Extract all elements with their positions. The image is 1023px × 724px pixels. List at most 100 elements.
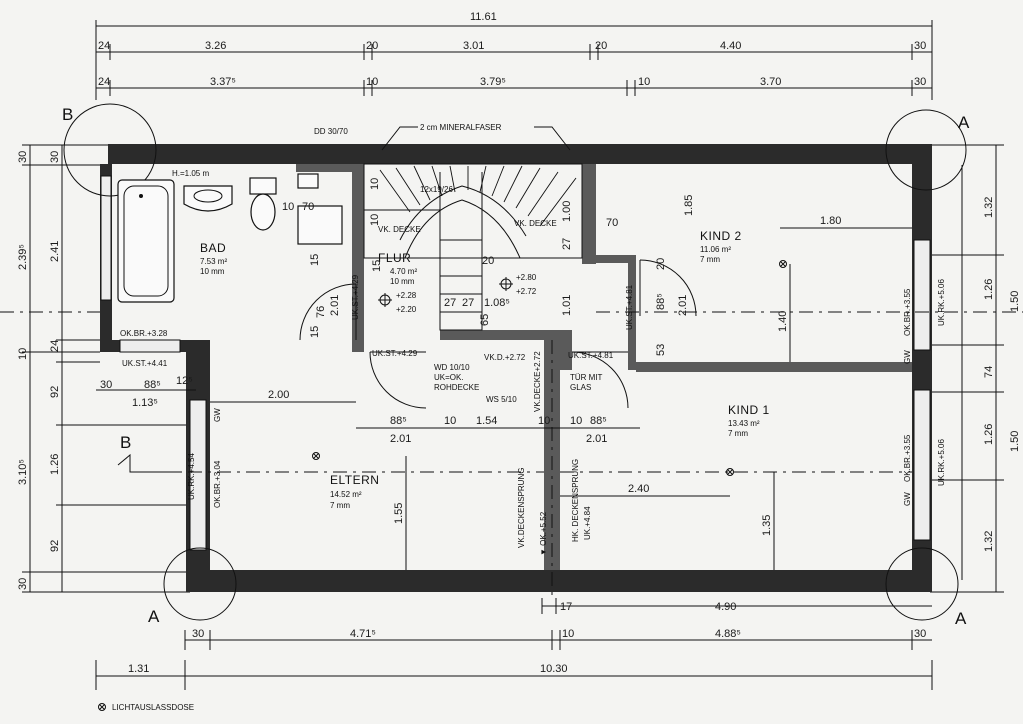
dim-885-b: 88⁵: [590, 415, 607, 427]
vk-decke-label-2: VK. DECKE: [514, 219, 557, 228]
dim-top-r1-f: 4.40: [720, 40, 741, 52]
dim-left-h: 3.10⁵: [17, 459, 29, 485]
dim-left-f: 24: [49, 340, 61, 352]
dim-10-c: 10: [570, 415, 582, 427]
section-mark-b-top: B: [62, 105, 73, 124]
note-uk-rk-454: UK.RK.+4.54: [187, 453, 196, 500]
note-tuer-2: GLAS: [570, 383, 591, 392]
dim-76: 76: [315, 306, 327, 318]
toilet-bowl-icon: [250, 193, 276, 231]
outer-walls: [100, 144, 932, 592]
dim-bot-r2-c: 10: [562, 628, 574, 640]
dim-left-g: 92: [49, 386, 61, 398]
dim-right-g: 1.32: [983, 531, 995, 552]
note-ws: WS 5/10: [486, 395, 517, 404]
dim-left-i: 1.26: [49, 454, 61, 475]
room-eltern: ELTERN 14.52 m² 7 mm: [330, 473, 379, 510]
dim-left-c: 2.39⁵: [17, 244, 29, 270]
dim-100: 1.00: [561, 201, 573, 222]
dim-53: 53: [655, 344, 667, 356]
note-uk-st-481b: UK.ST.+4.81: [568, 351, 614, 360]
dim-left-b: 30: [49, 151, 61, 163]
note-uk-st-429a: UK.ST.+4.29: [351, 274, 360, 320]
section-marks: B A A A B: [62, 105, 970, 628]
light-outlet-icon: [726, 468, 734, 476]
bath-height-note: H.=1.05 m: [172, 169, 209, 178]
vk-decke-label-1: VK. DECKE: [378, 225, 421, 234]
dim-bot-r1-b: 4.90: [715, 601, 736, 613]
dim-bot-r2-e: 30: [914, 628, 926, 640]
toilet-tank-icon: [249, 177, 277, 195]
dim-201-b: 2.01: [586, 433, 607, 445]
room-floor-kind1: 7 mm: [728, 429, 748, 438]
dim-top-r2-b: 3.37⁵: [210, 76, 236, 88]
dim-top-r2-d: 3.79⁵: [480, 76, 506, 88]
dim-10-d: 10: [369, 214, 381, 226]
light-outlet-icon: [98, 703, 106, 711]
room-bad: BAD 7.53 m² 10 mm: [200, 241, 227, 276]
note-uk-rk-506-bottom: UK.RK.+5.06: [937, 439, 946, 486]
dim-left-e: 10: [17, 348, 29, 360]
room-name-bad: BAD: [200, 241, 226, 255]
dim-20: 20: [655, 258, 667, 270]
dim-bot-r2-b: 4.71⁵: [350, 628, 376, 640]
level-280: +2.80: [516, 273, 537, 282]
section-mark-a-top: A: [958, 113, 970, 132]
dim-185: 1.85: [683, 195, 695, 216]
dim-left-d: 2.41: [49, 241, 61, 262]
legend-label: LICHTAUSLASSDOSE: [112, 703, 194, 712]
axis-lines: [0, 311, 1023, 600]
note-mineralfaser: 2 cm MINERALFASER: [420, 123, 502, 132]
dim-10-e: 10: [369, 178, 381, 190]
room-kind2: KIND 2 11.06 m² 7 mm: [700, 229, 742, 264]
dim-top-r1-a: 24: [98, 40, 110, 52]
note-gw-right-1: GW: [903, 350, 912, 364]
dim-right-c: 1.50: [1009, 291, 1021, 312]
dim-right-d: 74: [983, 366, 995, 378]
dim-201-c: 2.01: [677, 295, 689, 316]
note-wd: WD 10/10: [434, 363, 470, 372]
dim-155: 1.55: [393, 503, 405, 524]
room-area-kind2: 11.06 m²: [700, 245, 731, 254]
dim-140: 1.40: [777, 311, 789, 332]
dim-885-a: 88⁵: [390, 415, 407, 427]
top-dimensions: 11.61 24 3.26 20 3.01 20 4.40 30 24 3.37…: [95, 11, 933, 100]
note-ok-552: ▼ OK.+5.52: [539, 511, 548, 556]
corner-circles: [63, 103, 967, 621]
note-vk-deckensprung: VK.DECKENSPRUNG: [517, 468, 526, 548]
dim-154: 1.54: [476, 415, 497, 427]
dim-1135: 1.13⁵: [132, 397, 158, 409]
bathtub-icon: [117, 179, 175, 303]
dim-15-b: 15: [309, 326, 321, 338]
dim-240: 2.40: [628, 483, 649, 495]
room-area-eltern: 14.52 m²: [330, 490, 362, 499]
dim-total-width: 11.61: [470, 11, 497, 23]
dim-10-b: 10: [538, 415, 550, 427]
doors: [299, 259, 697, 409]
dim-top-r1-c: 20: [366, 40, 378, 52]
dim-right-e: 1.26: [983, 424, 995, 445]
dim-bot-r2-d: 4.88⁵: [715, 628, 741, 640]
dim-top-r2-e: 10: [638, 76, 650, 88]
dim-27-c: 27: [561, 238, 573, 250]
dim-right-f: 1.50: [1009, 431, 1021, 452]
note-ok-br-355-bottom: OK.BR.+3.55: [903, 434, 912, 482]
dim-bot-r1-a: 17: [560, 601, 572, 613]
level-228: +2.28: [396, 291, 417, 300]
dim-135: 1.35: [761, 515, 773, 536]
dim-15-a: 15: [309, 254, 321, 266]
room-area-bad: 7.53 m²: [200, 257, 227, 266]
dim-201-d: 2.01: [329, 295, 341, 316]
room-name-flur: FLUR: [378, 251, 411, 265]
dim-65: 65: [479, 314, 491, 326]
legend: LICHTAUSLASSDOSE: [98, 703, 194, 712]
room-name-kind2: KIND 2: [700, 229, 742, 243]
dim-27-b: 27: [462, 297, 474, 309]
room-flur: FLUR 4.70 m² 10 mm: [378, 251, 417, 286]
note-uk-rk-506-top: UK.RK.+5.06: [937, 279, 946, 326]
section-mark-a-bottom-right: A: [955, 609, 967, 628]
note-uk-st-481a: UK.ST.+4.81: [625, 284, 634, 330]
dim-70-b: 70: [302, 201, 314, 213]
note-ok-br-355-top: OK.BR.+3.55: [903, 288, 912, 336]
bottom-dimensions: 17 4.90 30 4.71⁵ 10 4.88⁵ 30 1.31 10.30: [95, 598, 933, 690]
